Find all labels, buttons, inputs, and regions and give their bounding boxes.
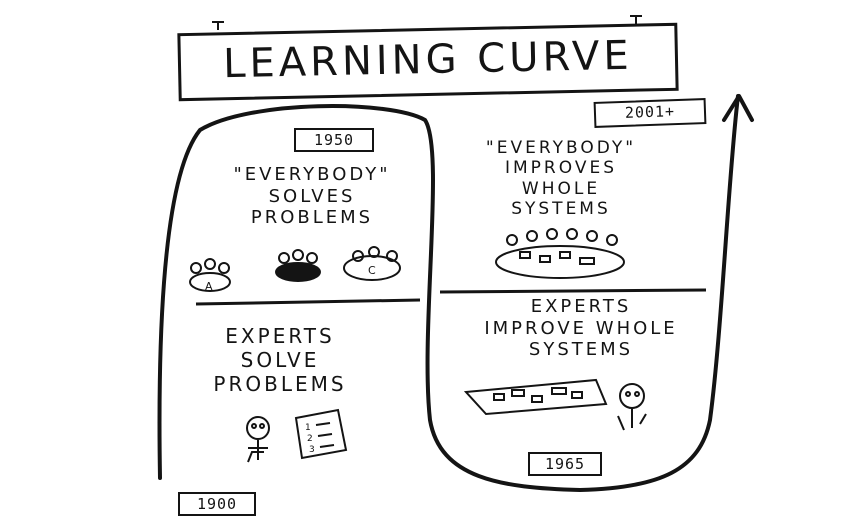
expert-person-icon [246, 416, 270, 463]
team-c-icon [343, 246, 401, 281]
bl-line-3: PROBLEMS [213, 372, 347, 396]
tl-line-3: PROBLEMS [250, 207, 374, 229]
quadrant-bottom-left: EXPERTS SOLVE PROBLEMS [190, 324, 370, 396]
title-tick-left [212, 21, 224, 30]
team-c-label: C [368, 264, 376, 277]
paper-line-2: 2 [307, 434, 313, 444]
paper-line-3: 3 [309, 445, 315, 455]
tr-line-1: "EVERYBODY" [485, 138, 637, 158]
br-line-3: SYSTEMS [528, 339, 634, 361]
paper-list-icon [294, 408, 348, 460]
tl-line-1: "EVERYBODY" [233, 164, 391, 185]
team-b-icon [275, 249, 321, 282]
quadrant-top-right: "EVERYBODY" IMPROVES WHOLE SYSTEMS [456, 138, 666, 220]
year-1900-badge: 1900 [178, 492, 256, 516]
year-1965-badge: 1965 [528, 452, 602, 476]
arrow-head-icon [722, 94, 754, 122]
left-divider-line [195, 298, 421, 306]
page-title: LEARNING CURVE [222, 32, 634, 88]
paper-line-1: 1 [305, 423, 311, 433]
title-tick-right [630, 15, 642, 26]
bl-line-2: SOLVE [240, 348, 320, 372]
br-line-2: IMPROVE WHOLE [484, 317, 678, 339]
quadrant-top-left: "EVERYBODY" SOLVES PROBLEMS [212, 164, 412, 229]
whole-system-team-icon [495, 228, 625, 279]
expert-thinker-icon [617, 383, 647, 431]
br-line-1: EXPERTS [530, 296, 632, 317]
year-2001-badge: 2001+ [593, 98, 707, 128]
tr-line-2: IMPROVES [505, 158, 617, 179]
tl-line-2: SOLVES [268, 185, 356, 207]
tr-line-4: SYSTEMS [511, 199, 611, 220]
right-divider-line [439, 288, 707, 294]
title-box: LEARNING CURVE [177, 22, 679, 102]
bl-line-1: EXPERTS [225, 324, 335, 348]
system-map-icon [463, 378, 608, 416]
year-1950-badge: 1950 [294, 128, 374, 152]
quadrant-bottom-right: EXPERTS IMPROVE WHOLE SYSTEMS [446, 296, 716, 361]
team-a-icon [189, 258, 231, 292]
s-curve-line [157, 94, 740, 493]
tr-line-3: WHOLE [521, 178, 601, 199]
team-a-label: A [205, 280, 213, 293]
